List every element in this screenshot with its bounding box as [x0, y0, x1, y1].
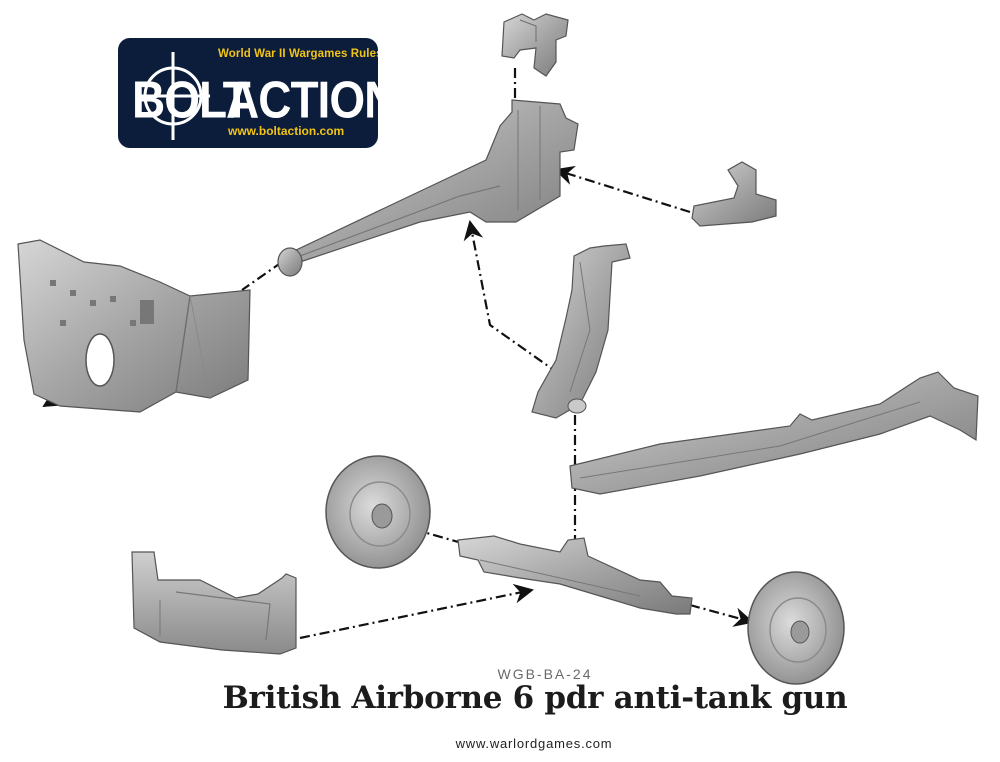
trail-leg-long [569, 371, 979, 495]
wheel-left [325, 455, 431, 569]
line-handle-to-breech [554, 165, 691, 214]
logo-url: www.boltaction.com [228, 124, 345, 138]
product-code: WGB-BA-24 [497, 666, 593, 682]
gun-shield-lower [131, 551, 297, 655]
elevation-handle [691, 161, 777, 227]
product-url: www.warlordgames.com [455, 736, 613, 751]
logo-tagline: World War II Wargames Rules [218, 48, 378, 60]
wheel-right [747, 571, 845, 685]
gun-barrel-breech [277, 99, 579, 277]
gun-shield-left [17, 239, 251, 413]
product-title: British Airborne 6 pdr anti-tank gun [222, 680, 848, 716]
logo-word-action: ACTION [226, 70, 378, 129]
logo-word-bolt: BOLT [132, 70, 251, 129]
trail-leg-short [531, 243, 631, 419]
sight-top [501, 13, 569, 77]
line-trail-to-breech [463, 220, 576, 386]
line-barrel-to-shield [241, 261, 283, 291]
bolt-action-logo: World War II Wargames Rules BOLT ACTION … [118, 38, 378, 148]
line-shield-lower-to-axle [299, 583, 534, 640]
axle [457, 535, 693, 615]
line-axle-to-right-wheel [689, 603, 754, 627]
